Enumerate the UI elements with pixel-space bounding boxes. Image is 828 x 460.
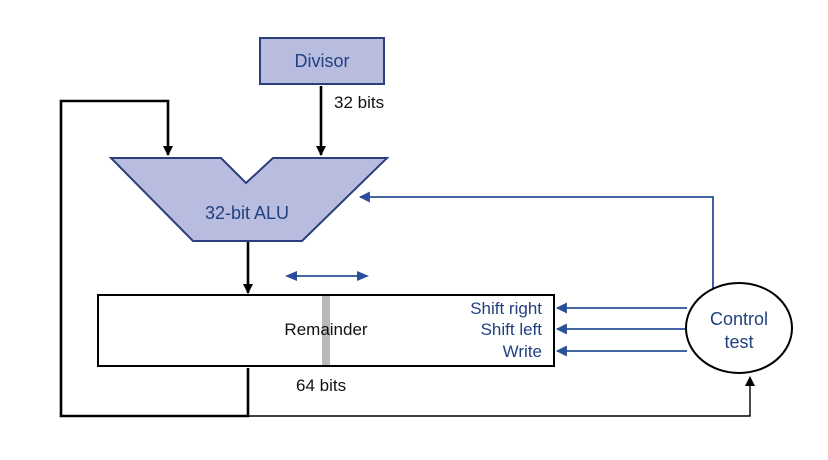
control-test-ellipse	[685, 282, 793, 374]
remainder-register: Remainder Shift right Shift left Write	[97, 294, 555, 367]
control-test-unit: Control test	[685, 282, 793, 374]
control-wires	[358, 191, 714, 357]
divisor-box	[259, 37, 385, 85]
divisor-label: Divisor	[294, 51, 349, 71]
alu-label: 32-bit ALU	[205, 203, 289, 223]
control-label-line2: test	[724, 332, 753, 352]
remainder-half-divider	[322, 296, 330, 365]
shift-right-label: Shift right	[470, 299, 542, 318]
alu-unit: 32-bit ALU	[108, 157, 390, 242]
shift-left-label: Shift left	[481, 320, 543, 339]
control-label-line1: Control	[710, 309, 768, 329]
divisor-width-label: 32 bits	[334, 93, 384, 112]
datapath-wires	[59, 86, 326, 418]
remainder-width-label: 64 bits	[296, 376, 346, 395]
write-label: Write	[503, 342, 542, 361]
alu-shape	[108, 157, 390, 242]
remainder-label: Remainder	[284, 320, 367, 339]
remainder-to-control-wire	[248, 376, 755, 417]
remainder-feedback-loop-wire	[59, 99, 250, 418]
divisor-register: Divisor	[259, 37, 385, 85]
control-to-alu-wire	[358, 191, 714, 303]
shift-direction-icon	[285, 271, 369, 281]
